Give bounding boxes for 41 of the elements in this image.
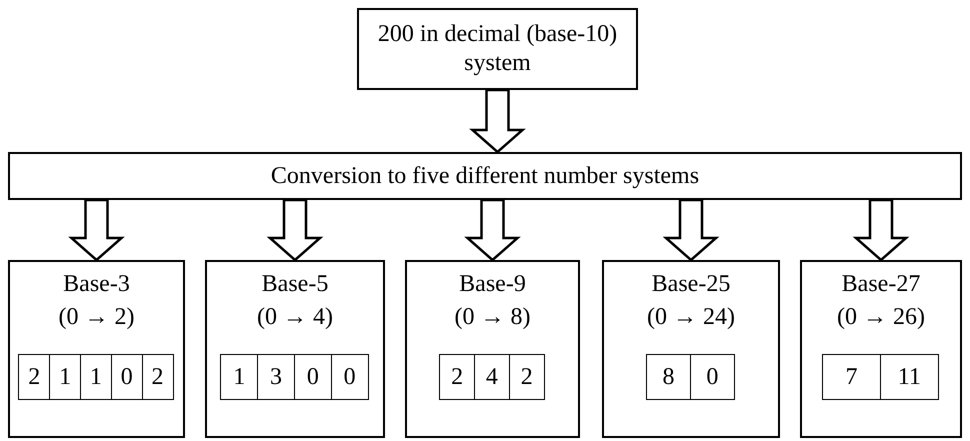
digit-range: (0 → 4) — [257, 303, 333, 332]
digit-cell: 2 — [508, 354, 545, 400]
digit-cell: 1 — [220, 354, 258, 400]
digit-cell: 0 — [690, 354, 735, 400]
box-title: Base-25 — [652, 270, 730, 299]
number-system-box — [602, 260, 780, 438]
digit-cell: 2 — [18, 354, 50, 400]
digit-cell: 8 — [646, 354, 691, 400]
digit-cell: 0 — [110, 354, 143, 400]
digit-range: (0 → 24) — [647, 303, 735, 332]
digit-cell: 2 — [142, 354, 174, 400]
number-system-box — [405, 260, 580, 438]
process-box — [357, 8, 638, 90]
digit-range: (0 → 2) — [58, 303, 134, 332]
digit-range: (0 → 8) — [454, 303, 530, 332]
box-title: Base-5 — [262, 270, 328, 299]
digit-cell: 7 — [822, 354, 881, 400]
process-box — [8, 152, 962, 200]
box-text: Conversion to five different number systems — [270, 162, 700, 190]
box-text: 200 in decimal (base-10) system — [376, 20, 618, 78]
block-arrow — [852, 198, 910, 262]
box-title: Base-3 — [63, 270, 130, 299]
digit-cell: 2 — [439, 354, 476, 400]
box-title: Base-27 — [842, 270, 920, 299]
block-arrow — [662, 198, 720, 262]
block-arrow — [266, 198, 324, 262]
box-title: Base-9 — [459, 270, 526, 299]
digit-cell: 3 — [257, 354, 295, 400]
digit-range: (0 → 26) — [837, 303, 925, 332]
digit-cell: 1 — [80, 354, 112, 400]
number-system-box — [205, 260, 385, 438]
digit-cell: 1 — [49, 354, 82, 400]
block-arrow — [464, 198, 521, 262]
digit-cell: 4 — [474, 354, 510, 400]
block-arrow — [469, 88, 526, 154]
digit-cell: 0 — [294, 354, 332, 400]
block-arrow — [68, 198, 125, 262]
number-system-box — [800, 260, 962, 438]
digit-cell: 11 — [880, 354, 939, 400]
digit-cell: 0 — [330, 354, 369, 400]
number-system-box — [8, 260, 185, 438]
